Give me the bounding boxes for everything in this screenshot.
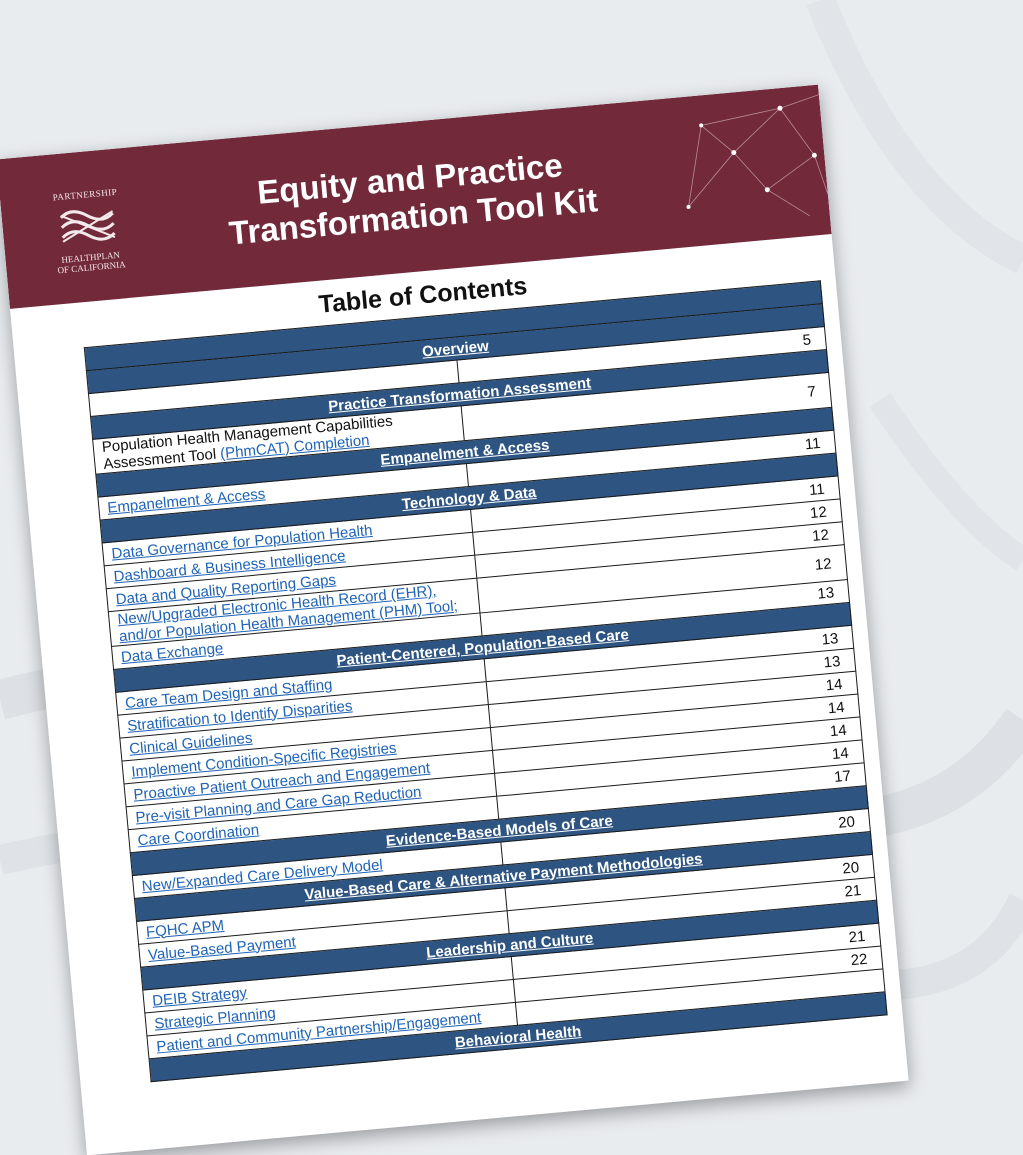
toc-table: Overview 5 Practice Transformation Asses… bbox=[84, 280, 888, 1082]
header-banner: PARTNERSHIP HEALTHPLAN OF CALIFORNIA Equ… bbox=[0, 84, 832, 309]
partnership-logo: PARTNERSHIP HEALTHPLAN OF CALIFORNIA bbox=[46, 186, 132, 283]
document-title: Equity and Practice Transformation Tool … bbox=[179, 139, 644, 256]
network-decoration-icon bbox=[686, 94, 829, 217]
document-page: PARTNERSHIP HEALTHPLAN OF CALIFORNIA Equ… bbox=[0, 84, 909, 1155]
toc-link-overview[interactable]: Overview bbox=[421, 337, 490, 361]
logo-wave-icon bbox=[59, 210, 116, 243]
